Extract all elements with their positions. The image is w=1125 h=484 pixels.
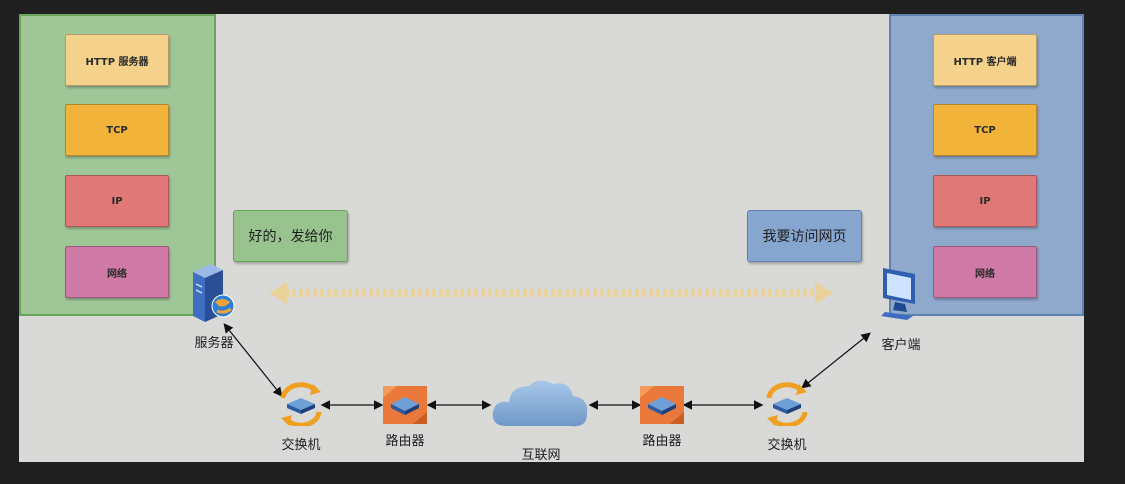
server-http-layer: HTTP 服务器 <box>65 34 169 86</box>
client-ip-layer: IP <box>933 175 1037 227</box>
switch-icon-left <box>280 382 322 426</box>
switch-label-right: 交换机 <box>767 438 807 453</box>
router-icon-right <box>640 386 684 424</box>
internet-label: 互联网 <box>521 448 561 462</box>
client-message-bubble: 我要访问网页 <box>747 210 862 262</box>
router-label-right: 路由器 <box>642 434 682 449</box>
connection-lines <box>223 282 871 410</box>
client-label: 客户端 <box>881 338 921 353</box>
switch-client-link <box>801 332 871 389</box>
server-message-bubble: 好的，发给你 <box>233 210 348 262</box>
server-protocol-stack: HTTP 服务器 TCP IP 网络 <box>19 14 216 316</box>
server-ip-layer: IP <box>65 175 169 227</box>
client-tcp-layer: TCP <box>933 104 1037 156</box>
client-computer-icon <box>881 268 915 320</box>
client-network-layer: 网络 <box>933 246 1037 298</box>
logical-exchange-arrow <box>269 282 833 304</box>
router-icon-left <box>383 386 427 424</box>
router-label-left: 路由器 <box>385 434 425 449</box>
server-network-layer: 网络 <box>65 246 169 298</box>
client-http-layer: HTTP 客户端 <box>933 34 1037 86</box>
switch-icon-right <box>766 382 808 426</box>
internet-cloud-icon <box>492 380 588 427</box>
client-protocol-stack: HTTP 客户端 TCP IP 网络 <box>889 14 1084 316</box>
server-tcp-layer: TCP <box>65 104 169 156</box>
diagram-canvas: HTTP 服务器 TCP IP 网络 HTTP 客户端 TCP IP 网络 好的… <box>19 14 1084 462</box>
switch-label-left: 交换机 <box>281 438 321 453</box>
server-icon <box>193 264 235 322</box>
server-label: 服务器 <box>194 336 234 351</box>
server-switch-link <box>223 323 283 397</box>
